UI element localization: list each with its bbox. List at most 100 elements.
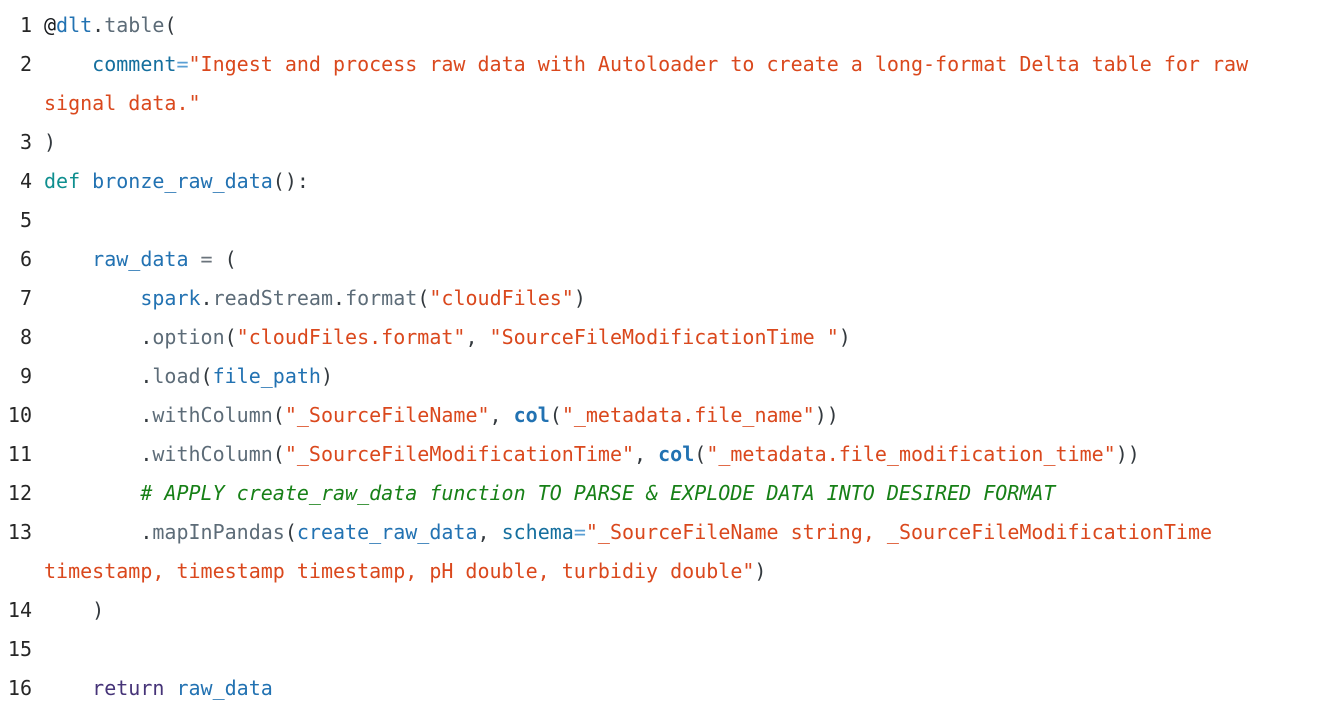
token-pun: [44, 286, 140, 310]
line-number: 12: [7, 481, 32, 505]
token-meth: withColumn: [152, 403, 273, 427]
token-str: "Ingest and process raw data with Autolo…: [44, 52, 1261, 115]
code-line: 10 .withColumn("_SourceFileName", col("_…: [0, 396, 1320, 435]
token-str: "_SourceFileName": [284, 403, 490, 427]
token-pun: .: [200, 286, 213, 310]
token-kwarg: comment: [92, 52, 177, 76]
token-name: bronze_raw_data: [92, 169, 273, 193]
token-pun: (: [224, 325, 237, 349]
token-kwdef: def: [44, 169, 81, 193]
token-pun: [44, 481, 140, 505]
token-pun: ): [838, 325, 851, 349]
token-pun: (: [284, 520, 297, 544]
token-pun: ): [44, 130, 57, 154]
token-pun: ,: [477, 520, 502, 544]
token-pun: [44, 52, 92, 76]
code-line: 8 .option("cloudFiles.format", "SourceFi…: [0, 318, 1320, 357]
code-line: 7 spark.readStream.format("cloudFiles"): [0, 279, 1320, 318]
token-pun: [44, 247, 92, 271]
token-pun: .: [44, 325, 153, 349]
token-str: "_metadata.file_name": [561, 403, 815, 427]
token-pun: (: [272, 442, 285, 466]
token-pun: )): [814, 403, 839, 427]
code-line: 1@dlt.table(: [0, 6, 1320, 45]
line-number: 13: [7, 520, 32, 544]
token-pun: (: [272, 403, 285, 427]
code-line: 11 .withColumn("_SourceFileModificationT…: [0, 435, 1320, 474]
token-nameb: col: [658, 442, 695, 466]
code-text: ): [44, 123, 1320, 162]
line-number: 7: [19, 286, 32, 310]
token-pun: (: [200, 364, 213, 388]
code-line: 15: [0, 630, 1320, 669]
token-meth: withColumn: [152, 442, 273, 466]
code-text: @dlt.table(: [44, 6, 1320, 45]
token-meth: readStream: [212, 286, 334, 310]
code-text: raw_data = (: [44, 240, 1320, 279]
code-text: .withColumn("_SourceFileModificationTime…: [44, 435, 1320, 474]
token-pun: ,: [465, 325, 490, 349]
token-pun: [44, 676, 92, 700]
token-str: "cloudFiles": [429, 286, 574, 310]
code-text: .withColumn("_SourceFileName", col("_met…: [44, 396, 1320, 435]
token-name: raw_data: [176, 676, 273, 700]
line-number: 3: [19, 130, 32, 154]
token-pun: .: [44, 403, 153, 427]
line-number: 16: [7, 676, 32, 700]
code-text: spark.readStream.format("cloudFiles"): [44, 279, 1320, 318]
token-pun: .: [333, 286, 346, 310]
token-name: file_path: [212, 364, 321, 388]
token-str: "SourceFileModificationTime ": [489, 325, 839, 349]
token-pun: [164, 676, 176, 700]
token-meth: mapInPandas: [152, 520, 285, 544]
token-pun: ,: [489, 403, 514, 427]
code-text: [44, 630, 1320, 669]
line-number: 10: [7, 403, 32, 427]
token-pun: (: [549, 403, 562, 427]
token-meth: table: [104, 13, 165, 37]
token-kwarg: schema: [501, 520, 574, 544]
code-line: 4 def bronze_raw_data():: [0, 162, 1320, 201]
token-pun: (: [417, 286, 430, 310]
token-kwret: return: [92, 676, 165, 700]
line-number: 8: [19, 325, 32, 349]
token-eq: =: [573, 520, 586, 544]
token-pun: )): [1115, 442, 1140, 466]
token-pun: .: [44, 520, 153, 544]
token-pun: (: [212, 247, 237, 271]
token-pun: .: [92, 13, 105, 37]
token-str: "_metadata.file_modification_time": [706, 442, 1116, 466]
token-name: spark: [140, 286, 201, 310]
token-at: @: [44, 13, 57, 37]
token-str: "_SourceFileModificationTime": [284, 442, 635, 466]
token-op: =: [200, 247, 213, 271]
token-pun: ():: [272, 169, 309, 193]
token-name: dlt: [56, 13, 93, 37]
token-pun: .: [44, 442, 153, 466]
line-number: 15: [7, 637, 32, 661]
token-eq: =: [176, 52, 189, 76]
code-line: 6 raw_data = (: [0, 240, 1320, 279]
code-text: .mapInPandas(create_raw_data, schema="_S…: [44, 513, 1320, 591]
code-text: [44, 201, 1320, 240]
token-nameb: col: [513, 403, 550, 427]
token-meth: option: [152, 325, 225, 349]
token-pun: ): [573, 286, 586, 310]
token-meth: format: [345, 286, 418, 310]
code-text: .option("cloudFiles.format", "SourceFile…: [44, 318, 1320, 357]
token-pun: .: [44, 364, 153, 388]
token-pun: ): [44, 598, 105, 622]
code-text: def bronze_raw_data():: [44, 162, 1320, 201]
code-line: 12 # APPLY create_raw_data function TO P…: [0, 474, 1320, 513]
code-line: 13 .mapInPandas(create_raw_data, schema=…: [0, 513, 1320, 591]
code-text: comment="Ingest and process raw data wit…: [44, 45, 1320, 123]
line-number: 6: [19, 247, 32, 271]
line-number: 2: [19, 52, 32, 76]
line-number: 4: [19, 169, 32, 193]
token-pun: [189, 247, 201, 271]
token-str: "cloudFiles.format": [236, 325, 466, 349]
token-pun: (: [164, 13, 177, 37]
code-line: 2 comment="Ingest and process raw data w…: [0, 45, 1320, 123]
line-number: 14: [7, 598, 32, 622]
